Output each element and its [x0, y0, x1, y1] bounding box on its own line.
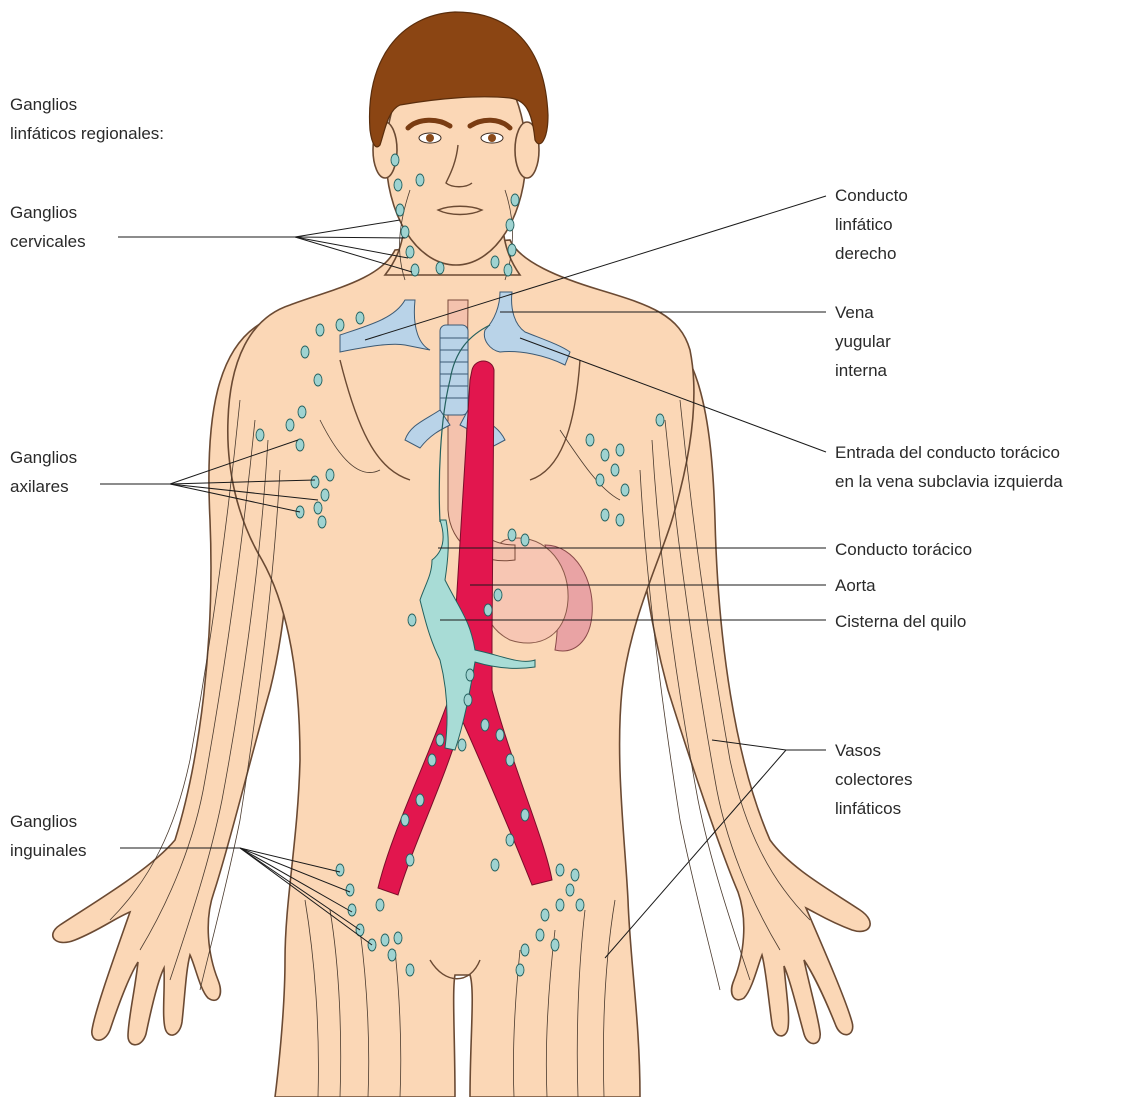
label-vena-yugular-line2: yugular: [835, 332, 891, 351]
label-vasos: Vasos colectores linfáticos: [835, 741, 917, 818]
left-iris: [488, 134, 496, 142]
label-aorta: Aorta: [835, 576, 876, 595]
label-cisterna: Cisterna del quilo: [835, 612, 966, 631]
label-inguinales-line1: Ganglios: [10, 812, 77, 831]
label-cervicales-line1: Ganglios: [10, 203, 77, 222]
label-conducto-derecho: Conducto linfático derecho: [835, 186, 913, 263]
label-axilares: Ganglios axilares: [10, 448, 82, 496]
label-axilares-line1: Ganglios: [10, 448, 77, 467]
label-vasos-line3: linfáticos: [835, 799, 901, 818]
label-vena-yugular-line3: interna: [835, 361, 888, 380]
label-regionales-line2: linfáticos regionales:: [10, 124, 164, 143]
label-vena-yugular-line1: Vena: [835, 303, 874, 322]
label-cervicales: Ganglios cervicales: [10, 203, 86, 251]
label-entrada-line1: Entrada del conducto torácico: [835, 443, 1060, 462]
label-vena-yugular: Vena yugular interna: [835, 303, 896, 380]
label-entrada: Entrada del conducto torácico en la vena…: [835, 443, 1065, 491]
label-entrada-line2: en la vena subclavia izquierda: [835, 472, 1063, 491]
label-regionales-line1: Ganglios: [10, 95, 77, 114]
label-regionales: Ganglios linfáticos regionales:: [10, 95, 164, 143]
label-conducto-derecho-line1: Conducto: [835, 186, 908, 205]
label-vasos-line1: Vasos: [835, 741, 881, 760]
right-iris: [426, 134, 434, 142]
label-inguinales-line2: inguinales: [10, 841, 87, 860]
label-conducto-derecho-line3: derecho: [835, 244, 896, 263]
label-inguinales: Ganglios inguinales: [10, 812, 87, 860]
label-conducto-toracico: Conducto torácico: [835, 540, 972, 559]
label-conducto-derecho-line2: linfático: [835, 215, 893, 234]
label-vasos-line2: colectores: [835, 770, 912, 789]
label-cervicales-line2: cervicales: [10, 232, 86, 251]
label-axilares-line2: axilares: [10, 477, 69, 496]
